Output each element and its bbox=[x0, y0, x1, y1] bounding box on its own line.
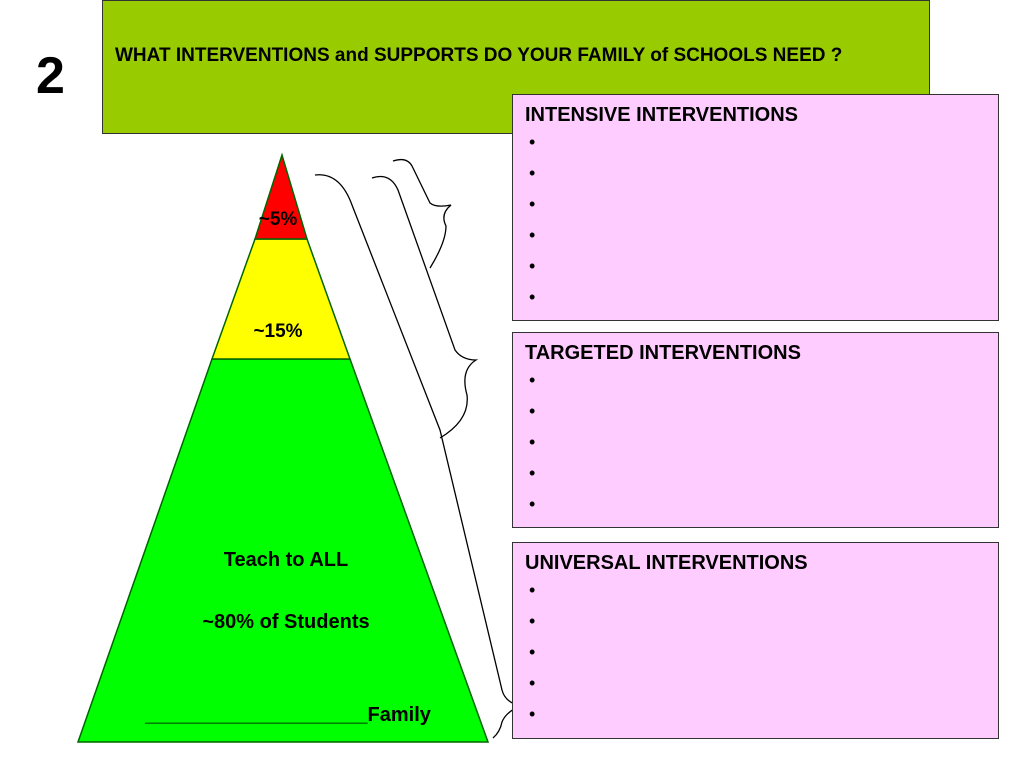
slide-number: 2 bbox=[36, 47, 65, 105]
intensive-interventions-title: INTENSIVE INTERVENTIONS bbox=[525, 104, 799, 126]
bullet-item[interactable] bbox=[525, 489, 988, 520]
bullet-item[interactable] bbox=[525, 668, 988, 699]
bullet-item[interactable] bbox=[525, 396, 988, 427]
universal-interventions-title: UNIVERSAL INTERVENTIONS bbox=[525, 552, 808, 574]
base-tier-label-family: ____________________Family bbox=[144, 704, 432, 726]
brace-targeted bbox=[371, 175, 479, 439]
brace-intensive bbox=[392, 158, 452, 269]
bullet-item[interactable] bbox=[525, 427, 988, 458]
bullet-item[interactable] bbox=[525, 458, 988, 489]
universal-bullet-list bbox=[525, 575, 988, 730]
bullet-item[interactable] bbox=[525, 282, 988, 313]
targeted-interventions-panel: TARGETED INTERVENTIONS bbox=[512, 332, 999, 528]
slide-title: WHAT INTERVENTIONS and SUPPORTS DO YOUR … bbox=[115, 45, 843, 66]
top-tier-label: ~5% bbox=[259, 209, 298, 230]
bullet-item[interactable] bbox=[525, 220, 988, 251]
bullet-item[interactable] bbox=[525, 606, 988, 637]
base-tier-label-teach: Teach to ALL bbox=[224, 549, 348, 571]
bullet-item[interactable] bbox=[525, 251, 988, 282]
bullet-item[interactable] bbox=[525, 575, 988, 606]
bullet-item[interactable] bbox=[525, 158, 988, 189]
pyramid-top-tier bbox=[253, 152, 309, 240]
base-tier-label-percent: ~80% of Students bbox=[202, 611, 369, 633]
bullet-item[interactable] bbox=[525, 189, 988, 220]
bullet-item[interactable] bbox=[525, 699, 988, 730]
intensive-bullet-list bbox=[525, 127, 988, 313]
bullet-item[interactable] bbox=[525, 637, 988, 668]
bullet-item[interactable] bbox=[525, 127, 988, 158]
bullet-item[interactable] bbox=[525, 365, 988, 396]
middle-tier-label: ~15% bbox=[253, 321, 302, 342]
intensive-interventions-panel: INTENSIVE INTERVENTIONS bbox=[512, 94, 999, 321]
targeted-bullet-list bbox=[525, 365, 988, 520]
targeted-interventions-title: TARGETED INTERVENTIONS bbox=[525, 342, 801, 364]
universal-interventions-panel: UNIVERSAL INTERVENTIONS bbox=[512, 542, 999, 739]
